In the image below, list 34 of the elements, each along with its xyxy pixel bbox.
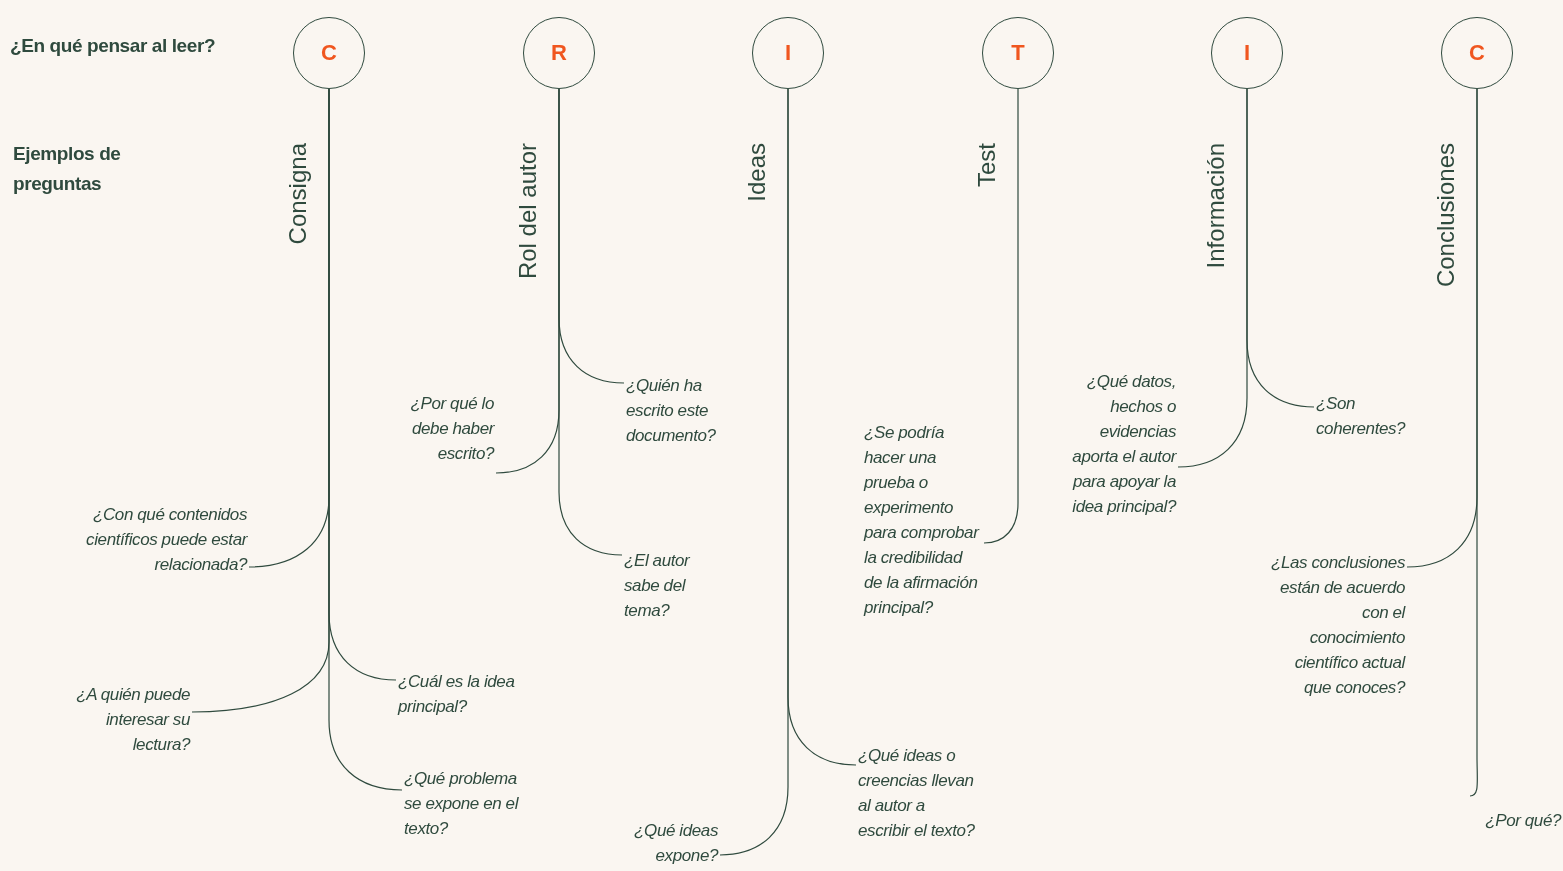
question-text: ¿Quién ha escrito este documento? bbox=[626, 373, 744, 448]
letter: C bbox=[1469, 42, 1485, 64]
stem-label: Test bbox=[974, 143, 1000, 187]
letter: T bbox=[1011, 42, 1025, 64]
branch-line bbox=[787, 88, 857, 766]
stem-label: Rol del autor bbox=[515, 143, 541, 280]
branch-line bbox=[1246, 88, 1315, 408]
letter: R bbox=[551, 42, 567, 64]
stem-label: Consigna bbox=[285, 143, 311, 245]
question-text: ¿A quién puede interesar su lectura? bbox=[50, 682, 190, 757]
question-text: ¿Cuál es la idea principal? bbox=[398, 669, 543, 719]
row-heading: ¿En qué pensar al leer? bbox=[10, 34, 217, 58]
branch-line bbox=[983, 88, 1019, 544]
row-heading: Ejemplos de preguntas bbox=[13, 142, 122, 196]
letter: I bbox=[784, 42, 792, 64]
question-text: ¿Qué ideas o creencias llevan al autor a escribir el texto? bbox=[858, 743, 980, 843]
letter: I bbox=[1243, 42, 1251, 64]
question-text: ¿Qué datos, hechos o evidencias aporta el autor para apoyar la idea principal? bbox=[1050, 369, 1176, 519]
stem-label: Ideas bbox=[744, 143, 770, 202]
branch-line bbox=[328, 88, 403, 791]
question-text: ¿Se podría hacer una prueba o experimento para comprobar la credibilidad de la afirmación principal? bbox=[864, 420, 982, 620]
question-text: ¿Con qué contenidos científicos puede estar relacionada? bbox=[62, 502, 247, 577]
stem-label: Conclusiones bbox=[1433, 143, 1459, 288]
branch-line bbox=[1469, 88, 1478, 797]
question-text: ¿Qué problema se expone en el texto? bbox=[404, 766, 524, 841]
question-text: ¿Por qué? bbox=[1472, 796, 1561, 833]
question-text: ¿El autor sabe del tema? bbox=[624, 548, 724, 623]
stem-label: Información bbox=[1203, 143, 1229, 269]
question-text: ¿Son coherentes? bbox=[1316, 391, 1416, 441]
question-text: ¿Las conclusiones están de acuerdo con el conocimiento científico actual que conoces? bbox=[1265, 550, 1405, 700]
question-text: ¿Qué ideas expone? bbox=[612, 818, 718, 868]
branch-line bbox=[558, 88, 623, 556]
question-text: ¿Por qué lo debe haber escrito? bbox=[388, 391, 494, 466]
letter: C bbox=[321, 42, 337, 64]
